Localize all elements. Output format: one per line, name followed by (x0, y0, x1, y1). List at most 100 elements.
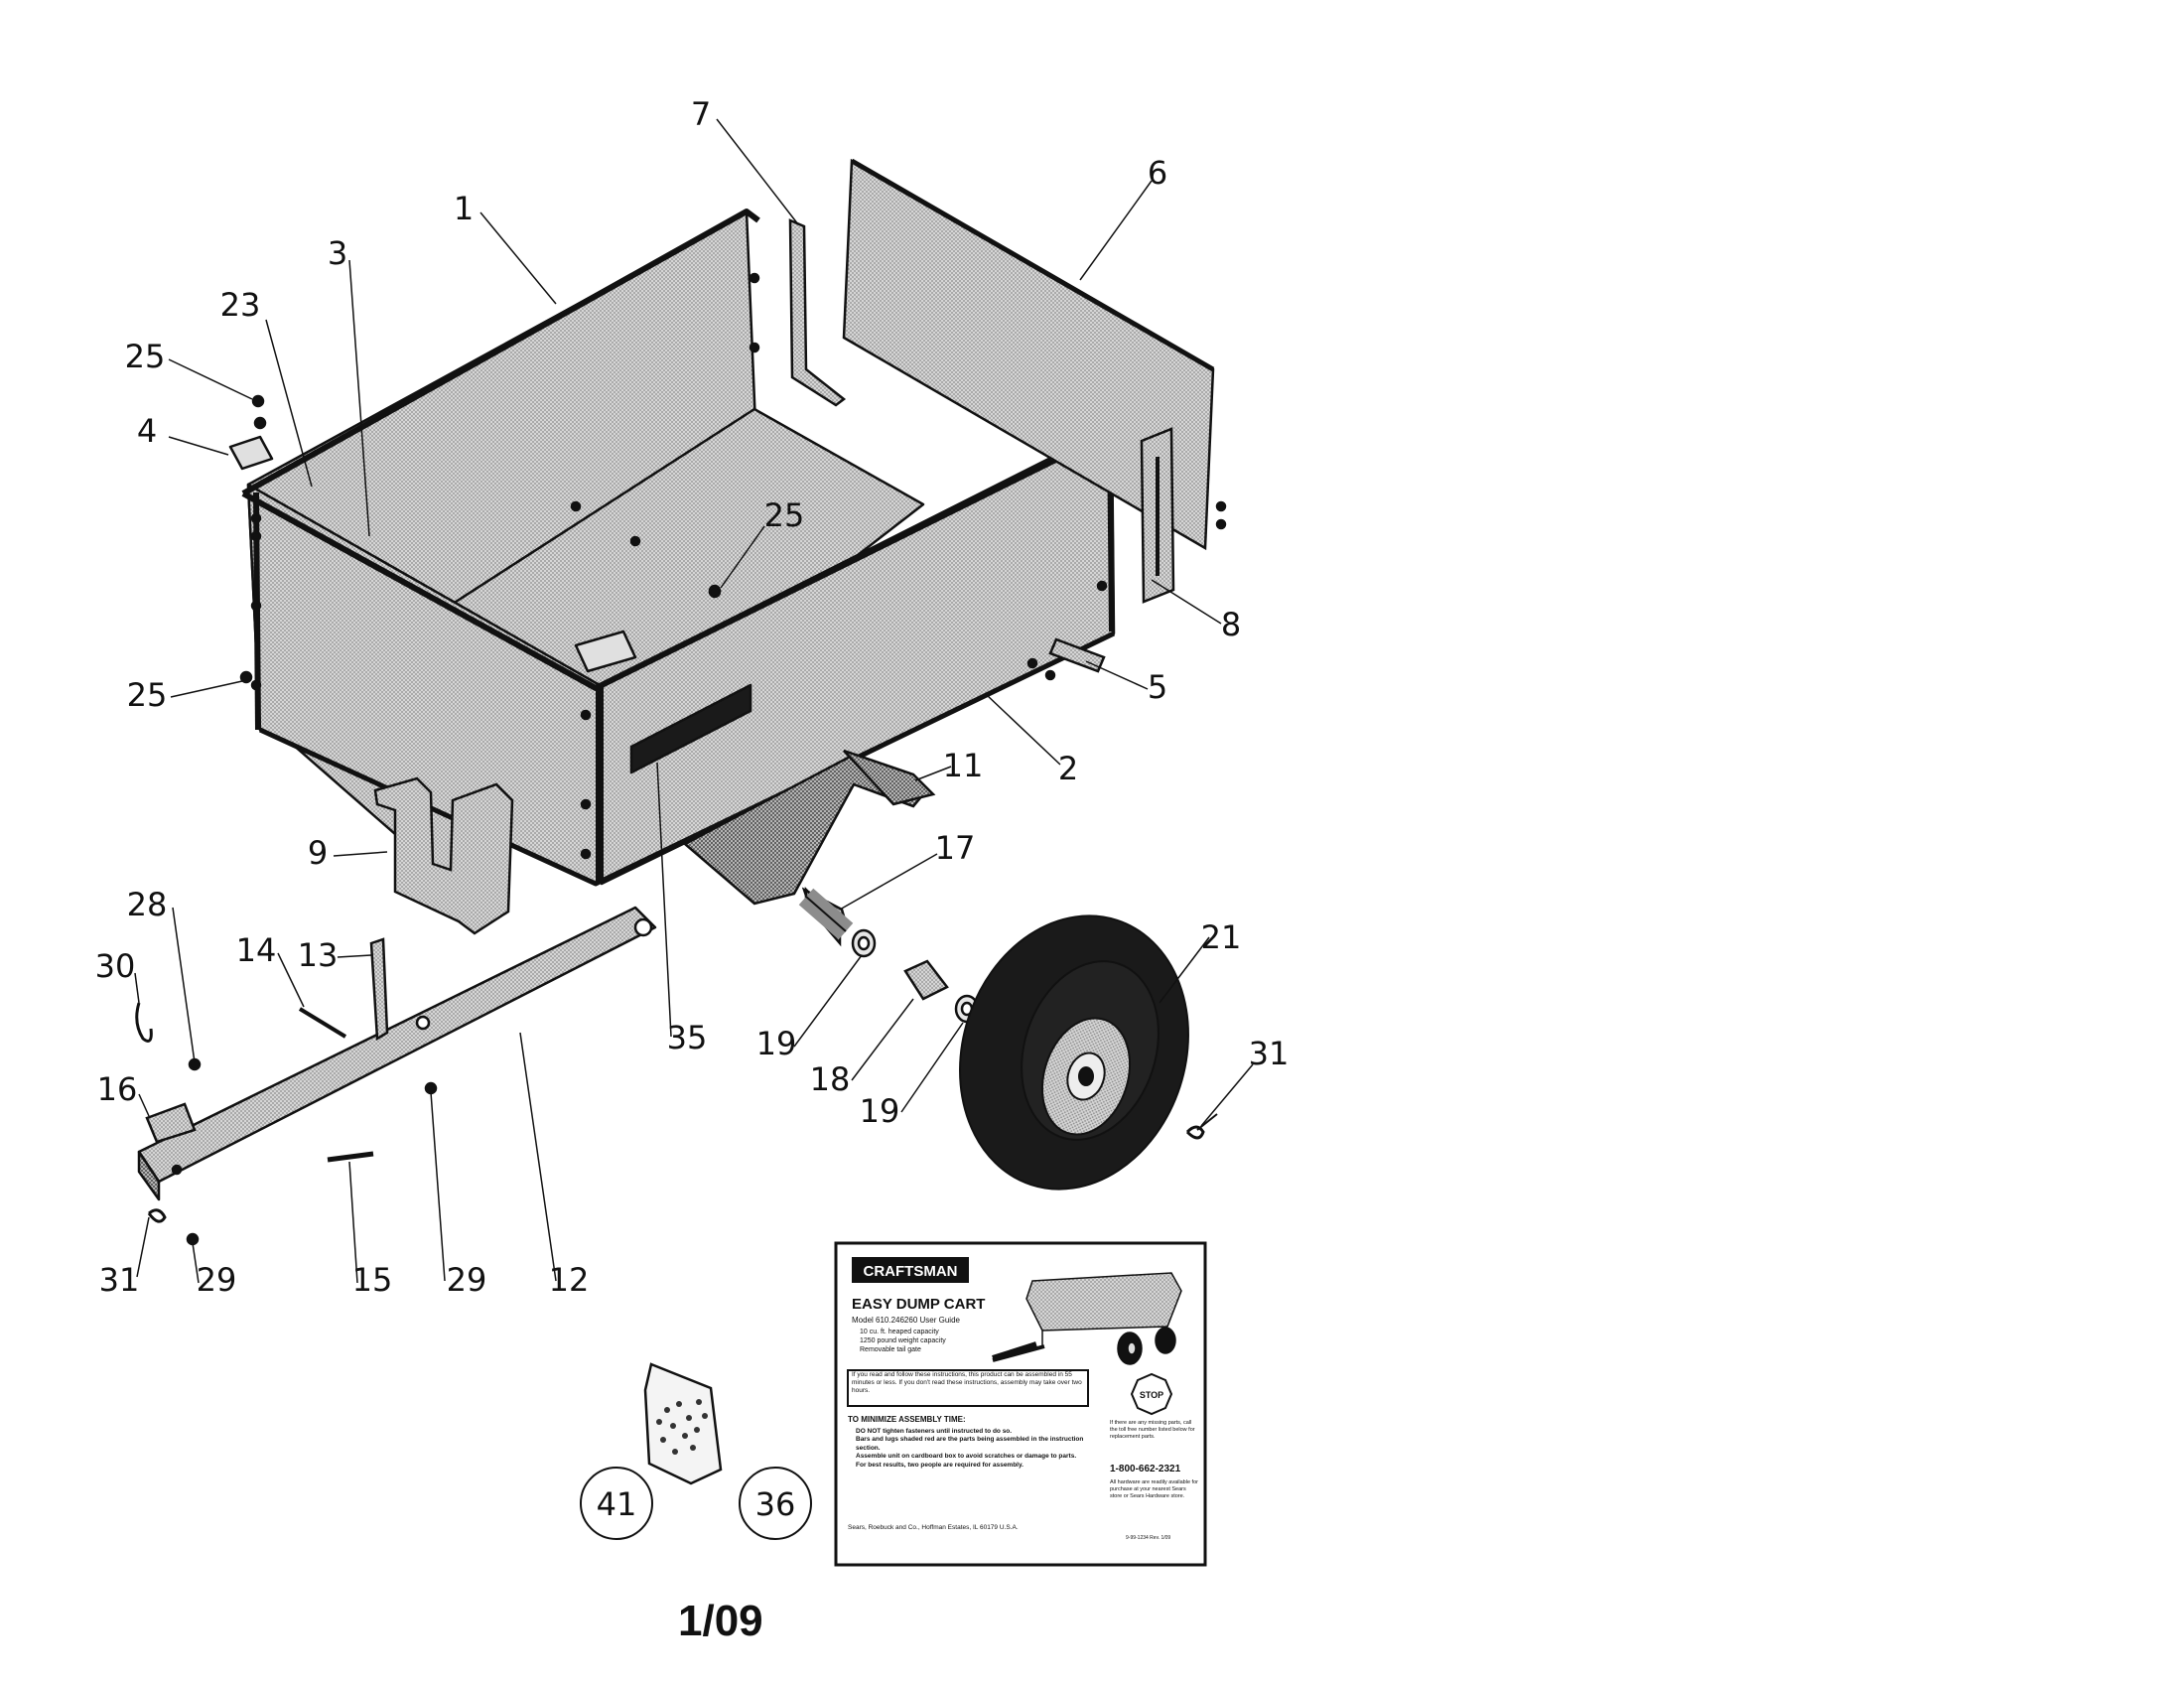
callout-leader-line (914, 766, 952, 781)
callout-label-29: 29 (447, 1261, 487, 1299)
manual-feature-2: 1250 pound weight capacity (860, 1337, 946, 1344)
callout-label-18: 18 (810, 1060, 851, 1098)
callout-label-2: 2 (1058, 750, 1078, 787)
callout-leader-line (1159, 936, 1210, 1004)
callout-label-9: 9 (308, 834, 328, 872)
callout-label-30: 30 (95, 947, 136, 985)
callout-label-3: 3 (328, 234, 347, 272)
callout-leader-line (519, 1032, 557, 1282)
manual-footer: Sears, Roebuck and Co., Hoffman Estates,… (848, 1524, 1019, 1531)
callout-label-15: 15 (352, 1261, 393, 1299)
callout-label-23: 23 (220, 286, 261, 324)
callout-leader-line (172, 907, 196, 1063)
callout-label-25: 25 (764, 496, 805, 534)
callout-leader-line (136, 1216, 150, 1278)
manual-assembly-item-4: For best results, two people are require… (856, 1461, 1024, 1469)
manual-assembly-item-3: Assemble unit on cardboard box to avoid … (856, 1453, 1077, 1460)
hardware (135, 394, 1218, 1246)
cart-bed (228, 209, 1120, 887)
hardware-bag (643, 1362, 723, 1485)
callout-label-5: 5 (1148, 668, 1167, 706)
page-label: 1/09 (678, 1597, 763, 1645)
callout-leader-line (138, 1093, 150, 1117)
circled-items: 41 36 (580, 1467, 812, 1540)
callout-label-16: 16 (97, 1070, 138, 1108)
callout-leader-line (348, 259, 370, 537)
callout-leader-line (277, 952, 305, 1008)
callout-label-13: 13 (298, 936, 339, 974)
callout-leader-line (170, 680, 243, 698)
callout-label-31: 31 (1249, 1035, 1290, 1072)
callout-leader-line (430, 1091, 446, 1282)
callout-leader-line (192, 1242, 200, 1284)
callout-leader-line (839, 853, 938, 911)
manual-model-line: Model 610.246260 User Guide (852, 1316, 961, 1325)
latch-bracket (1140, 427, 1227, 604)
manual-footer-code: 9-99-1234 Rev. 1/09 (1126, 1535, 1170, 1541)
callout-leader-line (333, 851, 388, 857)
pivot-frame (682, 749, 936, 906)
hinge-strip (788, 218, 847, 407)
callout-label-1: 1 (454, 190, 474, 227)
callout-leader-line (1079, 180, 1153, 281)
manual-brand: CRAFTSMAN (864, 1263, 958, 1280)
circled-item-41: 41 (597, 1485, 637, 1523)
manual-cover: CRAFTSMAN EASY DUMP CART Model 610.24626… (834, 1241, 1207, 1567)
stop-sign-icon (1130, 1372, 1173, 1416)
callout-label-35: 35 (667, 1019, 708, 1056)
callout-label-12: 12 (549, 1261, 590, 1299)
callout-leader-line (793, 954, 863, 1048)
manual-feature-3: Removable tail gate (860, 1346, 921, 1353)
wheel (959, 914, 1189, 1191)
callout-leader-line (168, 436, 229, 456)
manual-side-note: If there are any missing parts, call the… (1110, 1420, 1195, 1440)
callout-label-4: 4 (137, 412, 157, 450)
manual-cart-illustration (992, 1272, 1182, 1365)
callout-label-6: 6 (1148, 154, 1167, 192)
callout-leader-line (265, 319, 313, 488)
callout-leader-line (134, 972, 140, 1004)
callout-label-25: 25 (125, 338, 166, 375)
callout-label-11: 11 (943, 747, 984, 784)
stop-sign-label: STOP (1140, 1390, 1163, 1400)
manual-title: EASY DUMP CART (852, 1296, 985, 1313)
callout-label-17: 17 (935, 829, 976, 867)
circled-item-36: 36 (755, 1485, 796, 1523)
callout-leader-line (1085, 660, 1149, 690)
callout-leader-line (720, 525, 765, 589)
callout-leader-line (479, 211, 557, 305)
callout-label-28: 28 (127, 886, 168, 923)
callout-leader-line (716, 118, 799, 225)
callout-label-19: 19 (756, 1025, 797, 1062)
callout-leader-line (986, 694, 1061, 766)
callout-leader-line (851, 998, 914, 1081)
callout-leader-line (656, 762, 672, 1038)
manual-feature-1: 10 cu. ft. heaped capacity (860, 1329, 939, 1335)
callout-leader-line (348, 1161, 358, 1284)
manual-side-note-2: All hardware are readily available for p… (1110, 1479, 1198, 1499)
tongue-bar (137, 906, 657, 1201)
callout-label-31: 31 (99, 1261, 140, 1299)
callout-label-25: 25 (127, 676, 168, 714)
hitch-bracket (373, 776, 514, 935)
manual-assembly-item-1: DO NOT tighten fasteners until instructe… (856, 1428, 1012, 1435)
callout-label-19: 19 (860, 1092, 900, 1130)
callout-leader-line (900, 1022, 964, 1113)
callout-label-8: 8 (1221, 606, 1241, 643)
axle (798, 886, 854, 947)
manual-assembly-heading: TO MINIMIZE ASSEMBLY TIME: (848, 1415, 966, 1424)
callout-label-21: 21 (1201, 918, 1242, 956)
callout-leader-line (168, 358, 253, 400)
callout-leader-line (337, 954, 372, 958)
callout-label-14: 14 (236, 931, 277, 969)
callout-label-7: 7 (691, 95, 711, 133)
manual-notice: If you read and follow these instruction… (852, 1371, 1082, 1394)
manual-assembly-item-2: Bars and lugs shaded red are the parts b… (856, 1436, 1084, 1452)
callout-leader-line (1200, 1063, 1254, 1127)
callout-leader-line (1151, 579, 1222, 625)
callout-label-29: 29 (197, 1261, 237, 1299)
manual-phone: 1-800-662-2321 (1110, 1464, 1181, 1474)
tailgate (842, 158, 1215, 551)
